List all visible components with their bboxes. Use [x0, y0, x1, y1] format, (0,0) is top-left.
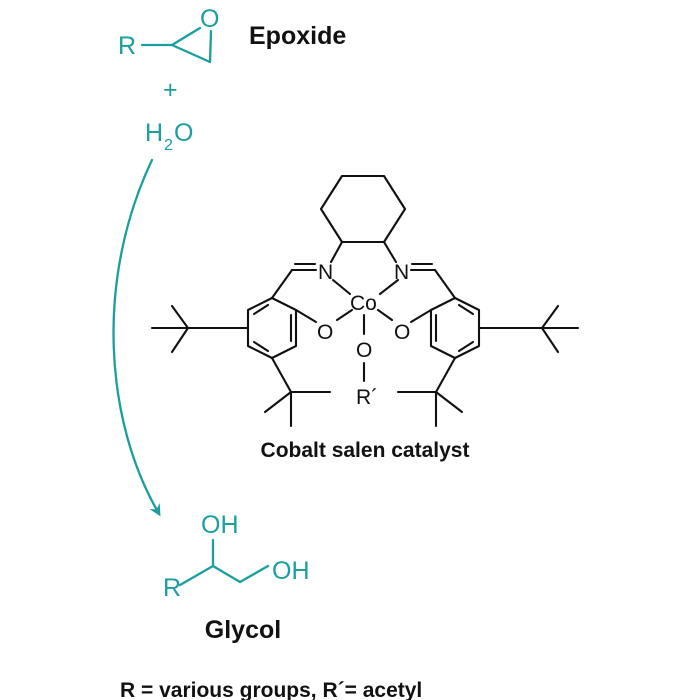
epoxide-c-c-bond — [170, 43, 212, 64]
epoxide-r-label: R — [118, 32, 136, 60]
right-phenyl-ring — [429, 296, 481, 360]
catalyst-structure: N N O O Co O R´ — [150, 174, 580, 428]
nitrogen-left-label: N — [318, 261, 333, 284]
nitrogen-right-label: N — [394, 261, 409, 284]
oxygen-left-label: O — [317, 321, 333, 344]
water-subscript: 2 — [164, 137, 173, 154]
glycol-r-label: R — [163, 574, 181, 602]
plus-sign: + — [163, 76, 178, 104]
glycol-structure: OH R OH — [163, 511, 310, 602]
glycol-name: Glycol — [205, 616, 281, 644]
right-ortho-tbutyl — [434, 356, 457, 394]
epoxide-name: Epoxide — [249, 22, 346, 50]
cyclohexane-ring — [319, 174, 407, 244]
catalyst-name: Cobalt salen catalyst — [261, 439, 470, 462]
epoxide-oxygen-label: O — [200, 5, 219, 33]
left-phenyl-ring — [246, 296, 298, 360]
glycol-oh-right-label: OH — [272, 557, 310, 585]
epoxide-structure: R O — [118, 5, 219, 64]
epoxide-c-o-bond — [170, 26, 202, 47]
water-formula: H 2 O — [145, 119, 193, 154]
reaction-arrow — [112, 158, 161, 517]
left-ortho-tbutyl — [270, 356, 293, 394]
water-o: O — [174, 119, 193, 147]
oxygen-axial-label: O — [356, 339, 372, 362]
epoxide-c-o-bond-2 — [208, 29, 213, 64]
r-prime-label: R´ — [356, 386, 378, 409]
water-h: H — [145, 119, 163, 147]
glycol-oh-top-label: OH — [201, 511, 239, 539]
oxygen-right-label: O — [394, 321, 410, 344]
cobalt-center-label: Co — [350, 292, 377, 315]
footnote: R = various groups, R´= acetyl — [120, 679, 422, 700]
